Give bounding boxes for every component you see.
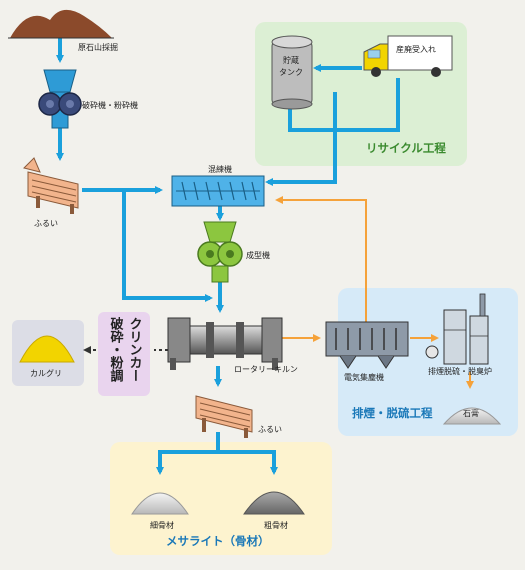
screen-top-label: ふるい	[34, 219, 58, 228]
forming-machine-icon	[197, 221, 243, 283]
truck-label: 産廃受入れ	[396, 44, 436, 54]
crusher-icon	[38, 69, 82, 129]
desulfurization-label: 排煙脱硫・脱臭炉	[428, 366, 492, 376]
fine-aggregate-pile-icon	[131, 492, 189, 515]
truck-icon	[363, 35, 453, 77]
precipitator-icon	[325, 321, 409, 369]
gypsum-pile-icon	[442, 407, 502, 425]
fine-aggregate-label: 細骨材	[150, 520, 174, 530]
quarry-mountain-icon	[8, 9, 114, 39]
clinker-label-line2: 破砕・粉調	[108, 316, 124, 383]
screen-bottom-label: ふるい	[258, 425, 282, 434]
karuguri-label: カルグリ	[30, 368, 62, 378]
flue-zone-title: 排煙・脱硫工程	[352, 406, 433, 420]
crusher-label: 破砕機・粉砕機	[82, 100, 138, 110]
mesalite-zone: メサライト（骨材）	[110, 442, 332, 555]
quarry-label: 原石山採掘	[78, 42, 118, 52]
gypsum-label: 石膏	[463, 408, 479, 418]
storage-tank-label-line1: 貯蔵	[283, 55, 299, 65]
screen-top-icon	[23, 157, 79, 214]
forming-machine-label: 成型機	[246, 250, 270, 260]
rotary-kiln-icon	[167, 317, 283, 370]
karuguri-pile-icon	[19, 335, 75, 363]
coarse-aggregate-pile-icon	[243, 491, 305, 515]
desulfurization-icon	[425, 293, 489, 365]
karuguri-box: カルグリ	[12, 320, 84, 386]
recycle-zone-title: リサイクル工程	[366, 141, 446, 155]
precipitator-label: 電気集塵機	[344, 372, 384, 382]
storage-tank-label-line2: タンク	[279, 68, 303, 77]
mesalite-zone-title: メサライト（骨材）	[166, 534, 270, 548]
mixer-icon	[171, 175, 265, 207]
exhaust-flow-lines	[275, 196, 474, 389]
rotary-kiln-label: ロータリーキルン	[234, 365, 298, 374]
clinker-box: クリンカー 破砕・粉調	[98, 312, 150, 396]
storage-tank-icon	[271, 35, 313, 110]
mixer-label: 混練機	[208, 164, 232, 174]
clinker-label-line1: クリンカー	[127, 317, 143, 382]
screen-bottom-icon	[195, 395, 253, 438]
coarse-aggregate-label: 粗骨材	[264, 520, 288, 530]
